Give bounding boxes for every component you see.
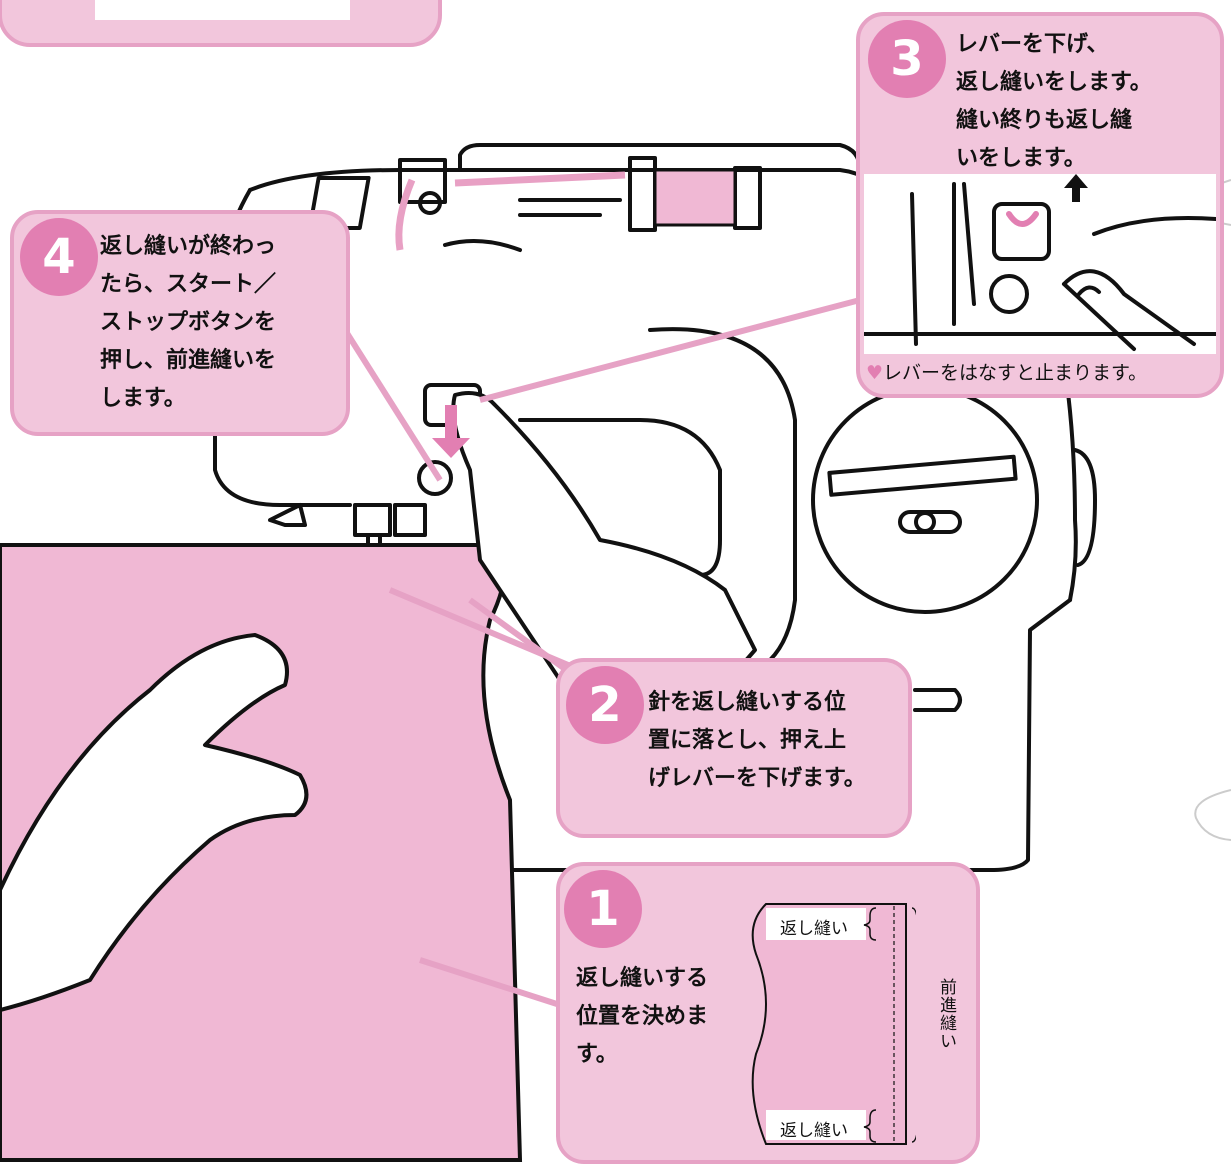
left-hand (0, 633, 309, 1012)
stitch-diagram (751, 903, 916, 1145)
stitch-diagram-fabric (751, 903, 907, 1145)
top-backstitch-label: 返し縫い (780, 919, 848, 939)
down-arrow-icon (432, 405, 470, 458)
step-1-text: 返し縫いする 位置を決めま す。 (576, 966, 709, 1067)
step-3-callout: 3 レバーを下げ、 返し縫いをします。 縫い終りも返し縫 いをします。 ♥レバー… (856, 12, 1224, 398)
step-3-inset-drawing (864, 174, 1216, 351)
step-3-text: レバーを下げ、 返し縫いをします。 縫い終りも返し縫 いをします。 (956, 32, 1152, 171)
thread-spool (653, 168, 737, 227)
step-3-note: ♥レバーをはなすと止まります。 (866, 358, 1226, 385)
step-3-note-text: レバーをはなすと止まります。 (883, 362, 1148, 384)
forward-stitch-label: 前進縫い (936, 978, 956, 1050)
step-4-text: 返し縫いが終わっ たら、スタート／ ストップボタンを 押し、前進縫いを します。 (100, 234, 277, 411)
right-hand (451, 391, 757, 692)
leader-lines (342, 297, 861, 1008)
step-1-callout: 1 返し縫いする 位置を決めま す。 返し縫い 返し縫い 前進縫い (556, 862, 980, 1164)
step-3-inset (864, 174, 1216, 354)
step-4-callout: 4 返し縫いが終わっ たら、スタート／ ストップボタンを 押し、前進縫いを しま… (10, 210, 350, 436)
up-arrow-icon (1064, 174, 1088, 202)
thread-lines (395, 171, 626, 251)
step-1-badge: 1 (564, 870, 642, 948)
step-3-badge: 3 (868, 20, 946, 98)
step-2-text: 針を返し縫いする位 置に落とし、押え上 げレバーを下げます。 (648, 690, 866, 791)
step-4-badge: 4 (20, 218, 98, 296)
bottom-backstitch-label: 返し縫い (780, 1121, 848, 1141)
step-2-callout: 2 針を返し縫いする位 置に落とし、押え上 げレバーを下げます。 (556, 658, 912, 838)
step-2-badge: 2 (566, 666, 644, 744)
heart-icon: ♥ (866, 362, 884, 384)
